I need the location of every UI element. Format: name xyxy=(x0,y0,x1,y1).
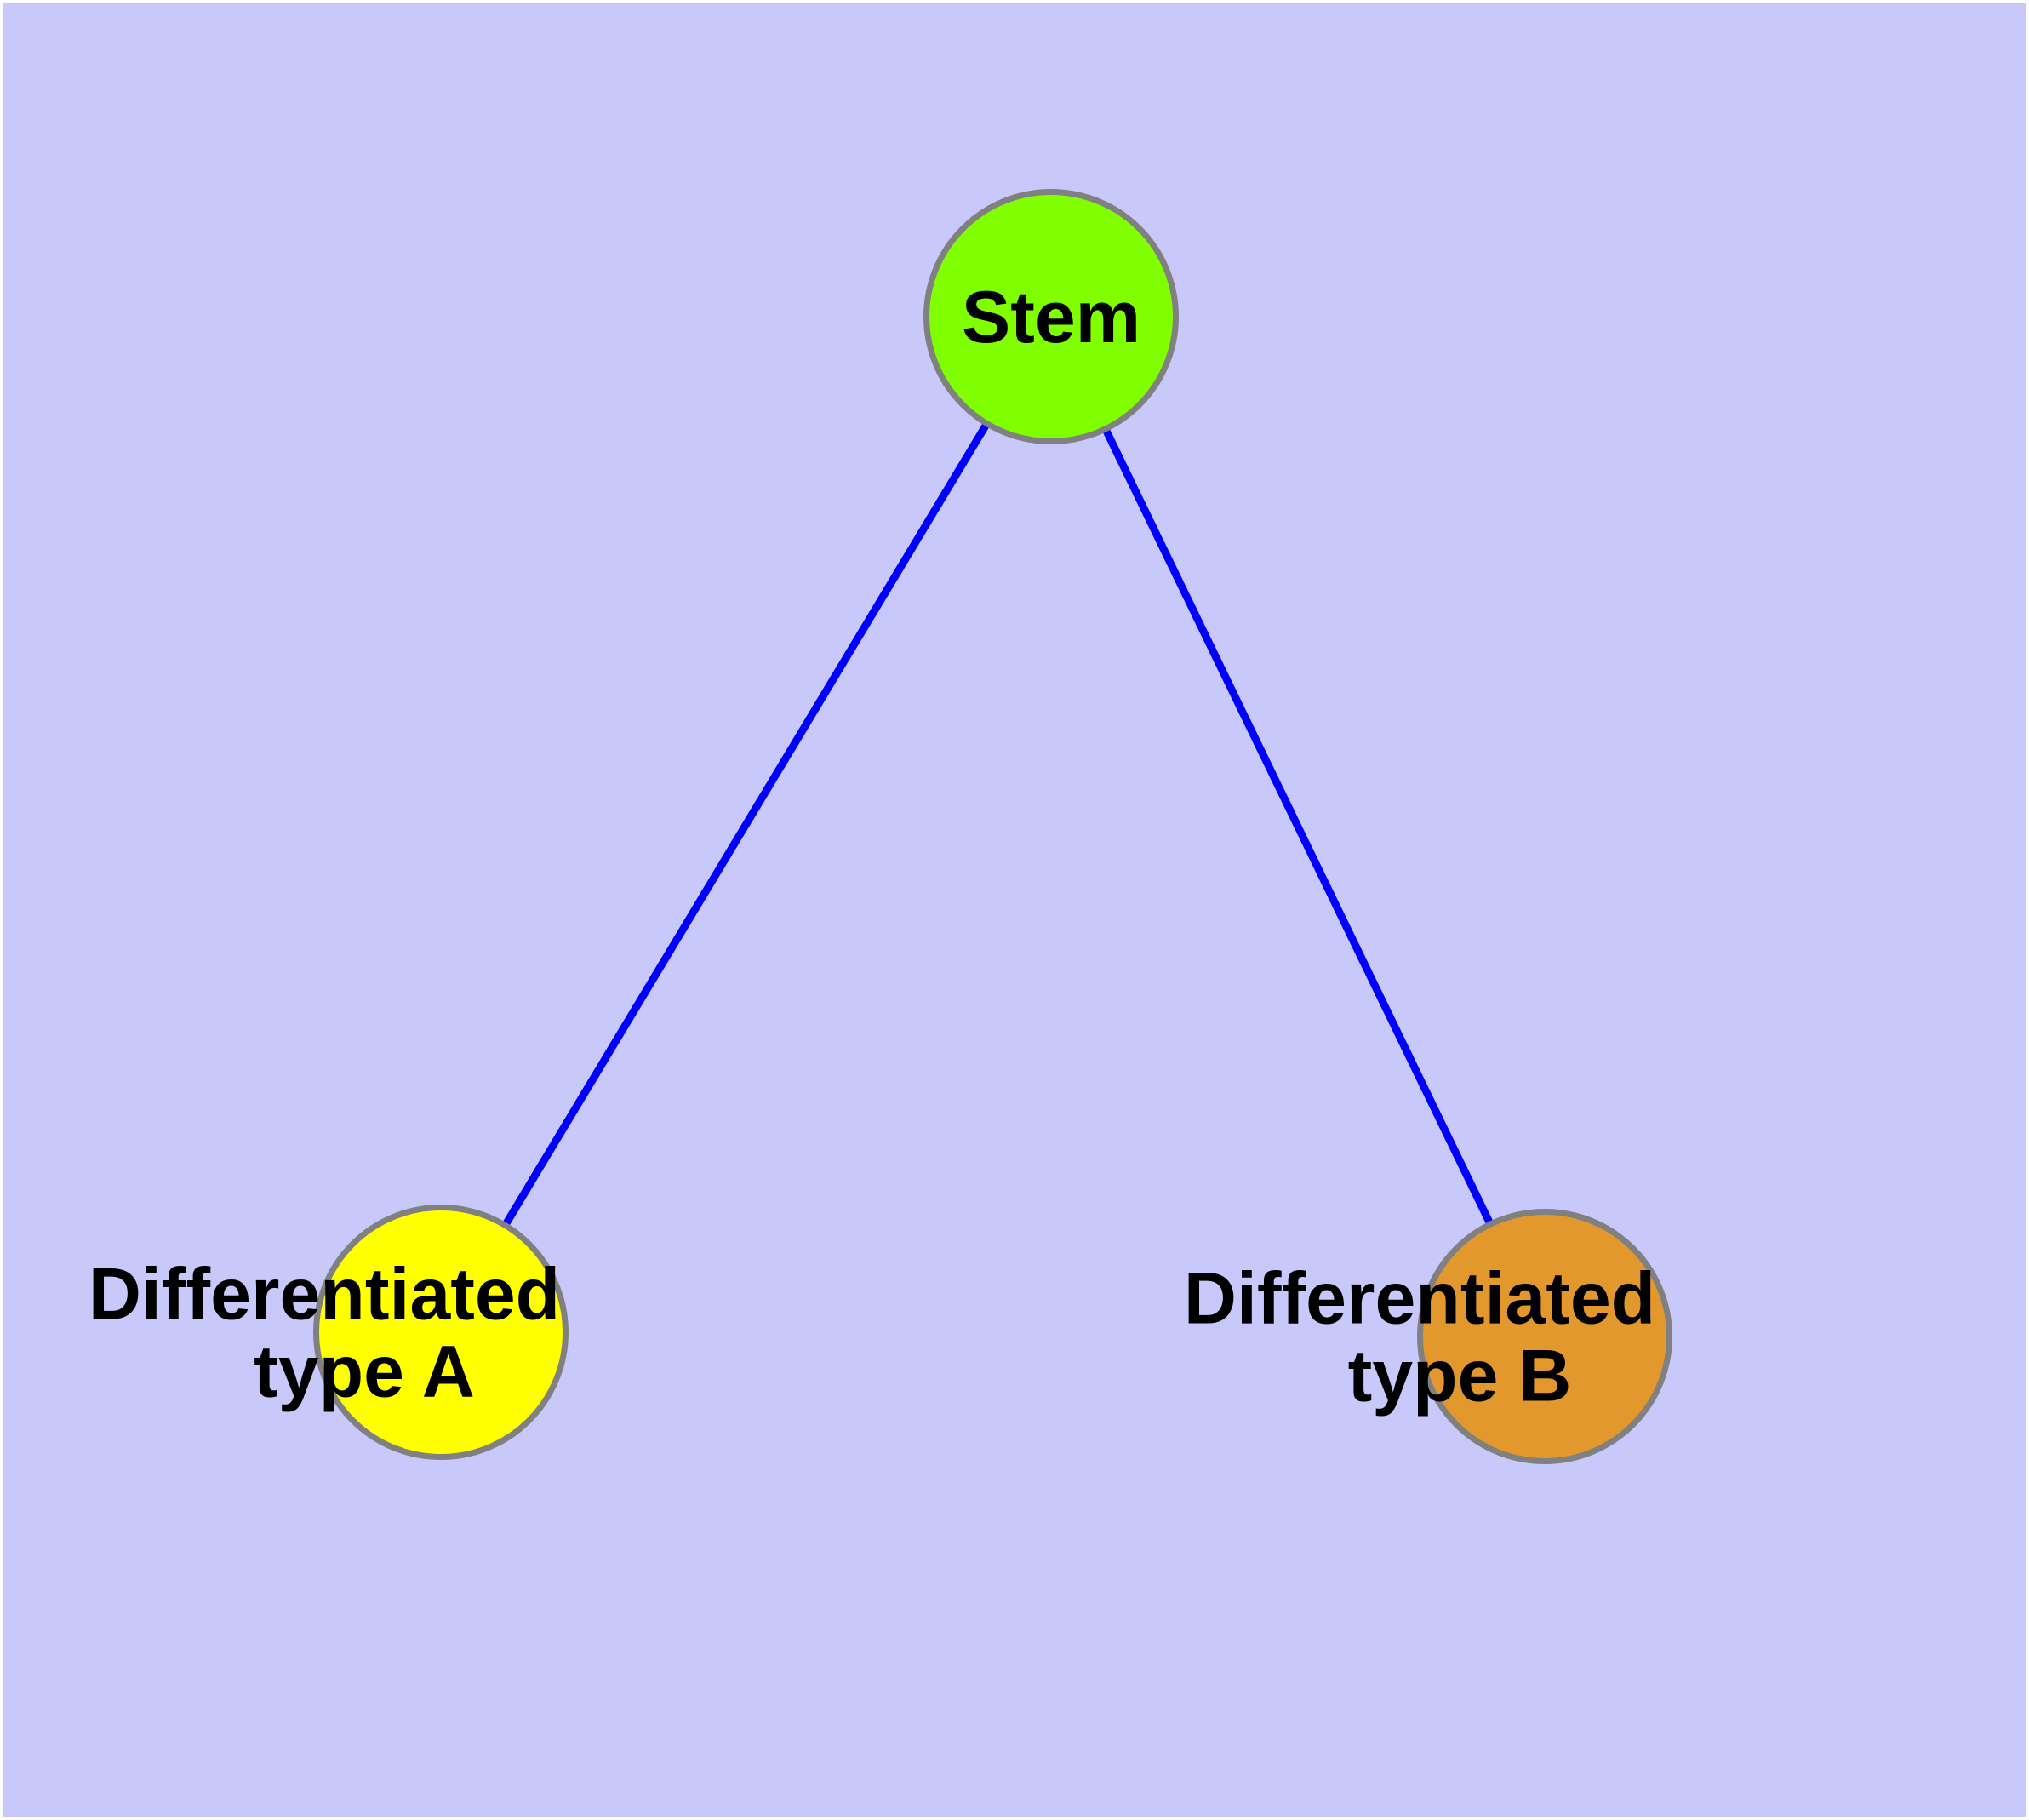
label-layer: Stem Differentiated type A Differentiate… xyxy=(89,277,1676,1417)
node-label-stem: Stem xyxy=(962,277,1140,358)
node-label-line: Differentiated xyxy=(1184,1258,1655,1340)
node-differentiated-type-b[interactable] xyxy=(1417,1209,1672,1464)
node-label-differentiated-type-b: Differentiated type B xyxy=(1184,1258,1676,1417)
node-stem[interactable] xyxy=(923,189,1179,444)
edge-stem-to-differentiated-b[interactable] xyxy=(1102,428,1494,1225)
node-layer xyxy=(313,189,1672,1464)
edge-layer xyxy=(502,422,1494,1227)
node-label-line: type B xyxy=(1348,1336,1572,1417)
node-differentiated-type-a[interactable] xyxy=(313,1205,569,1460)
node-label-line: Differentiated xyxy=(89,1254,560,1336)
node-label-line: type A xyxy=(254,1331,475,1413)
node-label-differentiated-type-a: Differentiated type A xyxy=(89,1254,580,1413)
edge-stem-to-differentiated-a[interactable] xyxy=(502,422,990,1227)
